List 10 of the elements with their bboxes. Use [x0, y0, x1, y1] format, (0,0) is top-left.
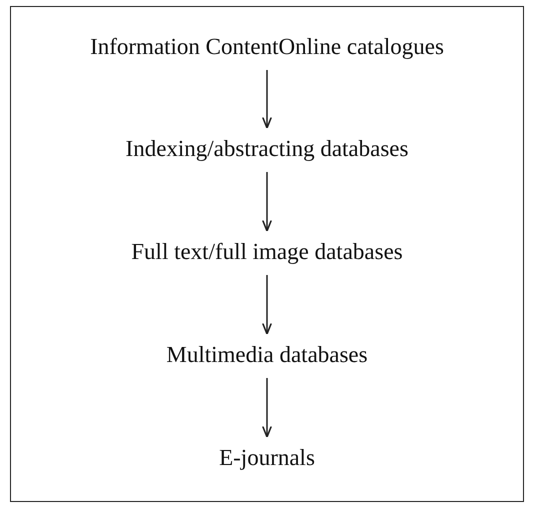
stage-label: Information ContentOnline catalogues: [90, 34, 444, 60]
frame-box: [10, 6, 524, 502]
arrow: [262, 172, 272, 232]
stage-label: Multimedia databases: [166, 342, 368, 368]
arrow: [262, 275, 272, 335]
stage-label: E-journals: [219, 445, 315, 471]
arrow: [262, 70, 272, 129]
stage-label: Full text/full image databases: [131, 239, 403, 265]
stage-label: Indexing/abstracting databases: [126, 136, 408, 162]
arrow: [262, 378, 272, 438]
